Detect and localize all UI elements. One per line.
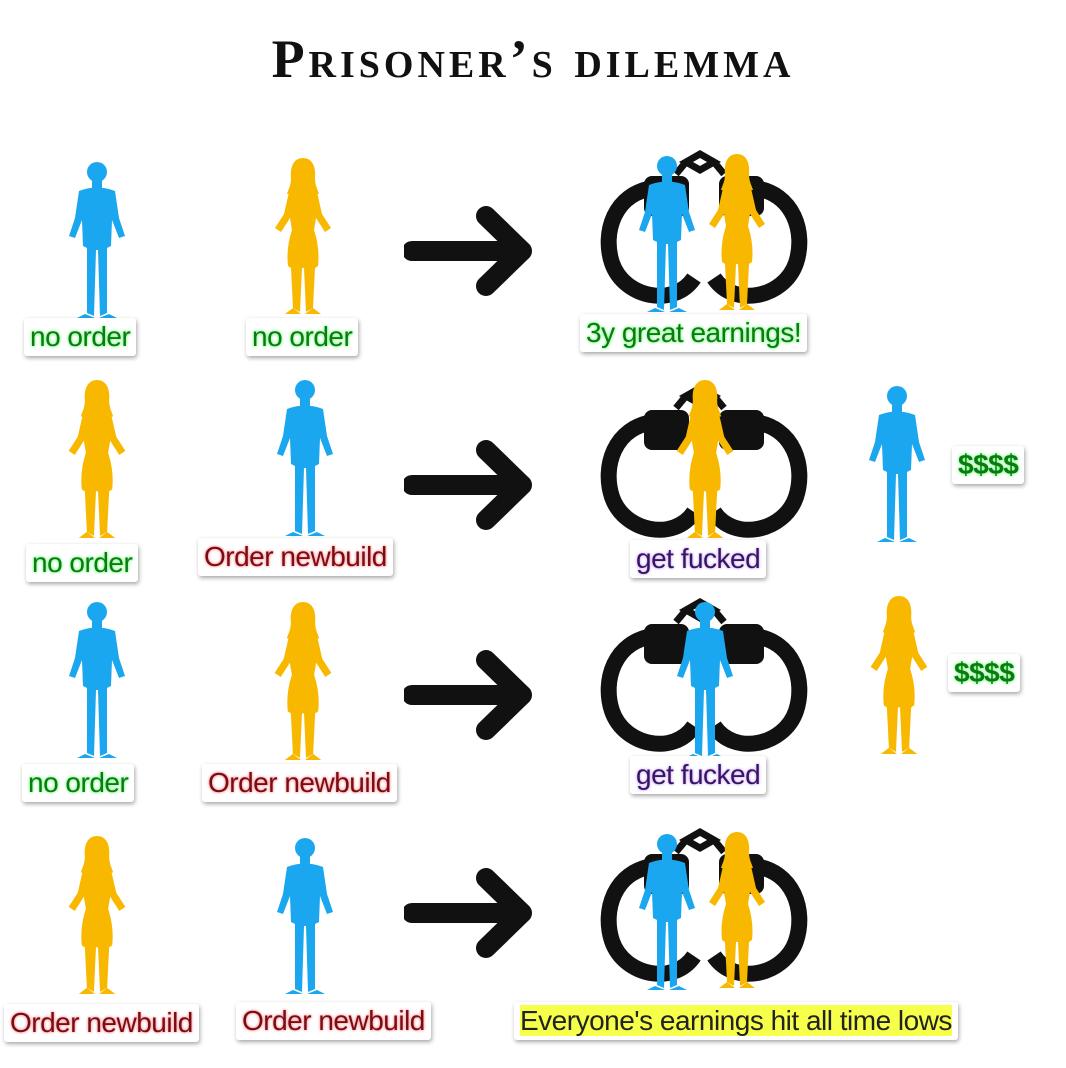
- row2-left-label: no order: [26, 544, 139, 582]
- row4-result-text: Everyone's earnings hit all time lows: [520, 1005, 952, 1036]
- cuffed-woman-row4-icon: [706, 830, 768, 990]
- row3-left-label: no order: [22, 764, 135, 802]
- row1-left-label: no order: [24, 318, 137, 356]
- row1-result-label: 3y great earnings!: [580, 314, 808, 352]
- arrow-row2-icon: [404, 440, 544, 535]
- handcuffs-row4-icon: [594, 826, 814, 1001]
- prisoner-b-row2-icon: [272, 376, 338, 536]
- cuffed-woman-row1-icon: [706, 152, 768, 312]
- row3-result-label: get fucked: [630, 756, 767, 794]
- free-woman-row3-icon: [864, 594, 934, 756]
- row1-right-label: no order: [246, 318, 359, 356]
- prisoner-a-row4-icon: [62, 834, 132, 996]
- handcuffs-row1-icon: [594, 148, 814, 323]
- row2-money-label: $$$$: [952, 446, 1025, 484]
- prisoner-a-row2-icon: [62, 378, 132, 540]
- row2-right-label: Order newbuild: [198, 538, 393, 576]
- arrow-row1-icon: [404, 206, 544, 301]
- row3-right-label: Order newbuild: [202, 764, 397, 802]
- prisoner-b-row1-icon: [268, 156, 338, 316]
- row4-right-label: Order newbuild: [236, 1002, 431, 1040]
- prisoner-a-row1-icon: [62, 158, 132, 318]
- arrow-row3-icon: [404, 650, 544, 745]
- cuffed-man-row1-icon: [636, 152, 698, 312]
- free-man-row2-icon: [864, 382, 930, 542]
- prisoner-b-row3-icon: [268, 600, 338, 762]
- cuffed-man-row4-icon: [636, 830, 698, 990]
- page-title: Prisoner’s dilemma: [271, 29, 795, 89]
- cuffed-man-row3-icon: [672, 598, 738, 758]
- row3-money-label: $$$$: [948, 654, 1021, 692]
- row2-result-label: get fucked: [630, 540, 767, 578]
- arrow-row4-icon: [404, 868, 544, 963]
- row4-result-label: Everyone's earnings hit all time lows: [514, 1002, 958, 1040]
- prisoner-a-row3-icon: [64, 598, 130, 758]
- row4-left-label: Order newbuild: [4, 1004, 199, 1042]
- cuffed-woman-row2-icon: [672, 378, 738, 540]
- prisoner-b-row4-icon: [272, 834, 338, 994]
